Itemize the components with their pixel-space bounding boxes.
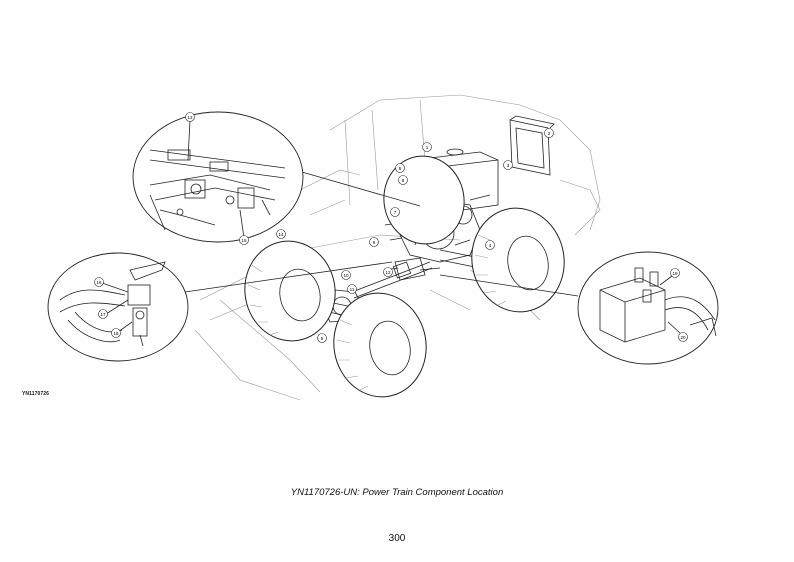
callout-markers: 1 2 3 4 5 6 7 8 9 10 11 12 13 14 15 16 1… [94, 112, 688, 343]
figure-caption: YN1170726-UN: Power Train Component Loca… [290, 487, 504, 498]
callout-number: 15 [241, 238, 247, 243]
callout-number: 4 [489, 243, 492, 248]
detail-leader-lines [184, 171, 579, 297]
callout-number: 20 [680, 335, 686, 340]
callout-marker: 13 [185, 112, 195, 122]
callout-number: 8 [402, 178, 405, 183]
callout-marker: 15 [239, 235, 249, 245]
callout-marker: 19 [670, 268, 680, 278]
cooler-panel [509, 115, 555, 176]
power-train-illustration: 1 2 3 4 5 6 7 8 9 10 11 12 13 14 15 16 1… [47, 94, 719, 401]
callout-marker: 20 [678, 332, 688, 342]
callout-marker: 4 [485, 240, 495, 250]
callout-marker: 14 [276, 229, 286, 239]
callout-marker: 5 [317, 333, 327, 343]
callout-number: 7 [394, 210, 397, 215]
callout-marker: 7 [390, 207, 400, 217]
callout-marker: 17 [98, 309, 108, 319]
callout-number: 11 [350, 287, 355, 292]
front-right-tire [333, 292, 427, 398]
detail-view-hydraulic-lines [132, 111, 304, 243]
callout-number: 14 [278, 232, 284, 237]
rear-right-tire [471, 207, 565, 313]
callout-number: 1 [426, 145, 429, 150]
callout-number: 13 [187, 115, 193, 120]
callout-marker: 1 [422, 142, 432, 152]
drive-shaft [351, 261, 433, 299]
page-number: 300 [388, 533, 406, 544]
callout-number: 16 [96, 280, 102, 285]
callout-marker: 12 [383, 267, 393, 277]
callout-number: 12 [385, 270, 391, 275]
callout-number: 19 [672, 271, 678, 276]
callout-marker: 11 [347, 284, 357, 294]
figure-id: YN1170726 [22, 391, 50, 397]
callout-number: 2 [548, 131, 551, 136]
callout-marker: 8 [398, 175, 408, 185]
detail-view-brake-valve [47, 252, 189, 362]
callout-number: 6 [399, 166, 402, 171]
callout-marker: 2 [544, 128, 554, 138]
detail-view-control-valve [577, 251, 719, 365]
callout-marker: 9 [369, 237, 379, 247]
callout-marker: 3 [503, 160, 513, 170]
callout-marker: 16 [94, 277, 104, 287]
callout-number: 3 [507, 163, 510, 168]
callout-marker: 10 [341, 270, 351, 280]
callout-number: 18 [113, 331, 119, 336]
front-left-tire [244, 240, 336, 342]
callout-marker: 6 [395, 163, 405, 173]
callout-marker: 18 [111, 328, 121, 338]
callout-number: 5 [321, 336, 324, 341]
callout-number: 9 [373, 240, 376, 245]
callout-number: 17 [100, 312, 106, 317]
callout-number: 10 [343, 273, 349, 278]
